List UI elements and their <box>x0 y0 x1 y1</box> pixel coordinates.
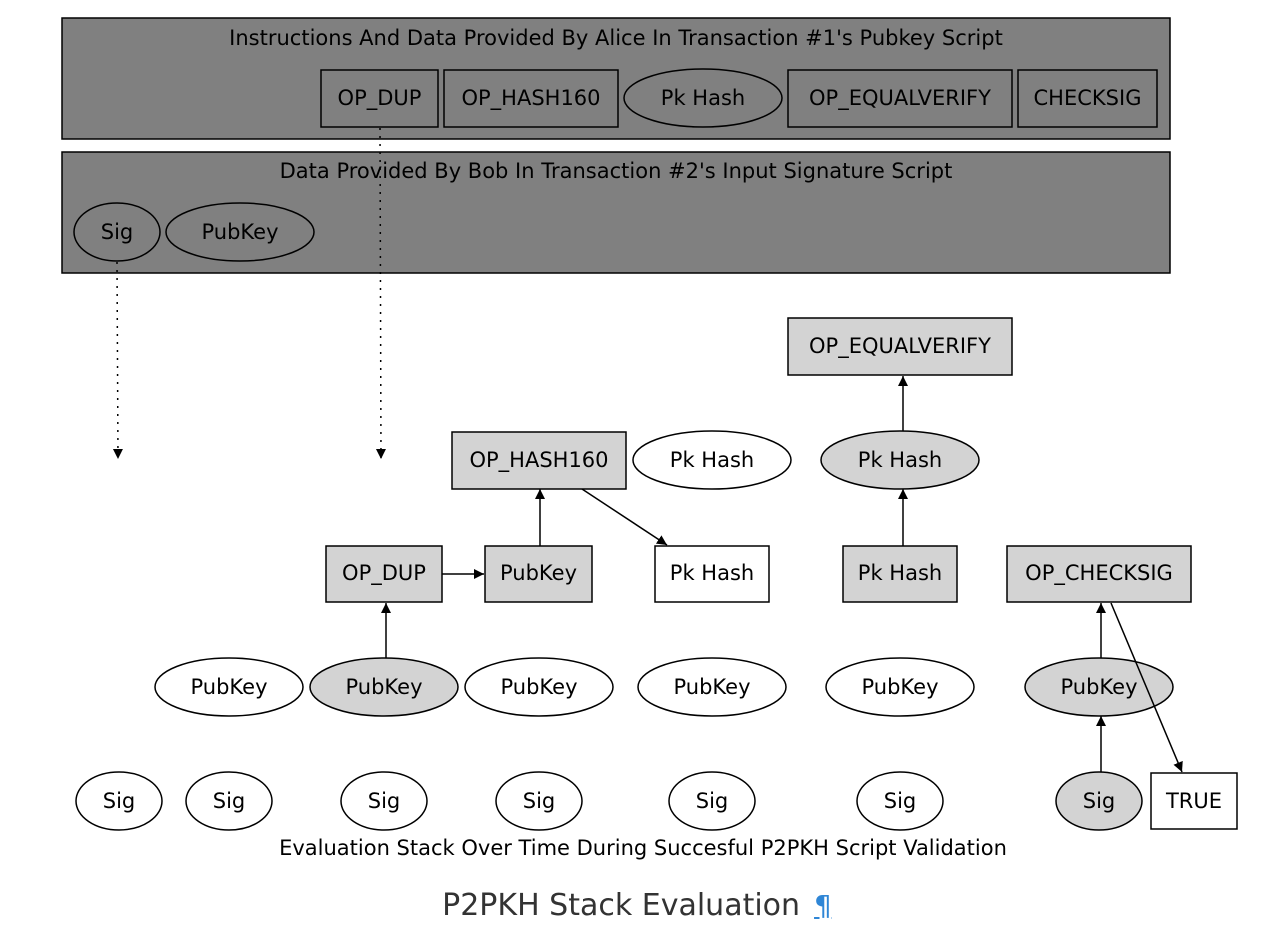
col3-op-dup-label: OP_DUP <box>342 561 426 586</box>
col6-pubkey-node <box>825 657 975 717</box>
col5-sig-node <box>668 771 756 831</box>
p2pkh-diagram: Instructions And Data Provided By Alice … <box>61 17 1238 860</box>
col3-op-dup-node <box>325 545 443 603</box>
col2-pubkey-node <box>154 657 304 717</box>
col7-true-node <box>1150 772 1238 830</box>
col2-sig-label: Sig <box>213 789 246 813</box>
col5-pk-hash-label: Pk Hash <box>670 448 754 472</box>
col5-pk-hash-box-node <box>654 545 770 603</box>
bob-sig-label: Sig <box>101 220 134 244</box>
col6-op-equalverify-label: OP_EQUALVERIFY <box>809 334 991 359</box>
col4-pubkey-label: PubKey <box>500 675 577 699</box>
col4-op-hash160-label: OP_HASH160 <box>469 448 608 473</box>
alice-op-dup-node <box>320 69 439 128</box>
col4-op-hash160-node <box>451 431 627 490</box>
col6-op-equalverify-node <box>787 317 1013 376</box>
col6-pk-hash-box-node <box>842 545 958 603</box>
col7-true-label: TRUE <box>1165 789 1222 813</box>
dotted-arrow-sig <box>112 261 123 460</box>
col5-sig-label: Sig <box>696 789 729 813</box>
col5-pk-hash-box-label: Pk Hash <box>670 561 754 585</box>
alice-op-equalverify-label: OP_EQUALVERIFY <box>809 86 991 111</box>
col5-pubkey-node <box>637 657 787 717</box>
col4-pubkey-box-node <box>484 545 593 603</box>
col7-sig-node <box>1055 771 1143 831</box>
alice-op-equalverify-node <box>787 69 1013 128</box>
arrow-op-hash160-to-pk-hash <box>581 488 668 546</box>
col7-op-checksig-node <box>1006 545 1192 603</box>
alice-pk-hash-label: Pk Hash <box>661 86 745 110</box>
arrow-op-checksig-to-true <box>1110 602 1183 773</box>
bob-pubkey-label: PubKey <box>201 220 278 244</box>
col3-sig-node <box>340 771 428 831</box>
figure-caption: P2PKH Stack Evaluation ¶ <box>0 888 1274 923</box>
dotted-arrow-op-dup <box>375 127 386 460</box>
alice-pk-hash-node <box>623 68 783 128</box>
col7-pubkey-label: PubKey <box>1060 675 1137 699</box>
col6-sig-label: Sig <box>884 789 917 813</box>
col6-pk-hash-label: Pk Hash <box>858 448 942 472</box>
col3-sig-label: Sig <box>368 789 401 813</box>
caption-title: P2PKH Stack Evaluation <box>442 888 801 923</box>
alice-checksig-node <box>1017 69 1158 128</box>
col3-pubkey-node <box>309 657 459 717</box>
col6-pubkey-label: PubKey <box>861 675 938 699</box>
col2-pubkey-label: PubKey <box>190 675 267 699</box>
col1-sig-label: Sig <box>103 789 136 813</box>
bob-sig-node <box>73 202 161 262</box>
alice-op-hash160-label: OP_HASH160 <box>461 86 600 111</box>
col6-sig-node <box>856 771 944 831</box>
col7-op-checksig-label: OP_CHECKSIG <box>1025 561 1173 586</box>
col6-pk-hash-box-label: Pk Hash <box>858 561 942 585</box>
permalink-anchor[interactable]: ¶ <box>814 889 832 922</box>
col5-pk-hash-node <box>632 430 792 490</box>
col3-pubkey-label: PubKey <box>345 675 422 699</box>
alice-op-hash160-node <box>443 69 619 128</box>
col1-sig-node <box>75 771 163 831</box>
alice-op-dup-label: OP_DUP <box>338 86 422 111</box>
col4-pubkey-node <box>464 657 614 717</box>
col2-sig-node <box>185 771 273 831</box>
col5-pubkey-label: PubKey <box>673 675 750 699</box>
col4-sig-node <box>495 771 583 831</box>
alice-cluster-label: Instructions And Data Provided By Alice … <box>229 26 1003 50</box>
alice-checksig-label: CHECKSIG <box>1034 86 1142 110</box>
col4-sig-label: Sig <box>523 789 556 813</box>
col7-sig-label: Sig <box>1083 789 1116 813</box>
col4-pubkey-box-label: PubKey <box>500 561 577 585</box>
bob-cluster-label: Data Provided By Bob In Transaction #2's… <box>280 159 953 183</box>
stack-label: Evaluation Stack Over Time During Succes… <box>279 836 1007 860</box>
bob-pubkey-node <box>165 202 315 262</box>
